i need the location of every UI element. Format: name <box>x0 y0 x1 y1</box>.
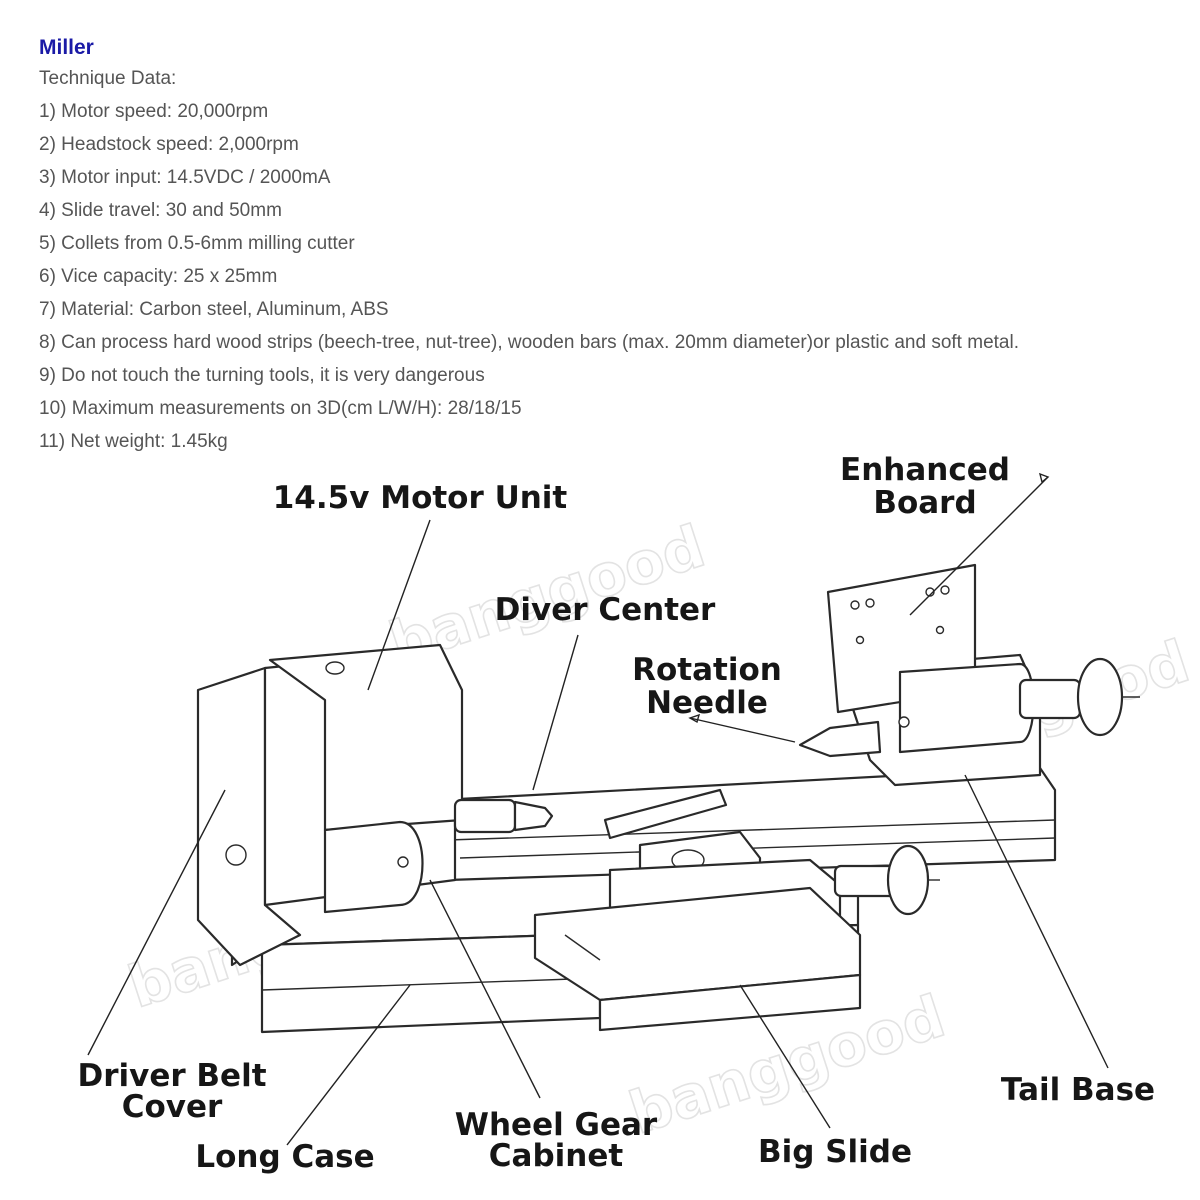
spec-heading: Technique Data: <box>39 68 177 89</box>
label-big-slide: Big Slide <box>758 1134 912 1170</box>
tail-spindle <box>1018 678 1082 720</box>
wheel-gear-cabinet-front <box>598 973 862 1032</box>
spec-item: 2) Headstock speed: 2,000rpm <box>39 134 299 155</box>
tail-handwheel <box>1076 657 1124 737</box>
label-diver-center: Diver Center <box>495 592 716 628</box>
tool-rest <box>603 788 728 840</box>
spec-item: 10) Maximum measurements on 3D(cm L/W/H)… <box>39 398 522 419</box>
lathe-drawing <box>196 563 1140 1034</box>
leader-motor-unit <box>367 519 431 691</box>
leader-rotation-needle <box>689 717 796 743</box>
spec-item: 1) Motor speed: 20,000rpm <box>39 101 269 122</box>
diver-center-shape <box>513 800 554 832</box>
spec-item: 6) Vice capacity: 25 x 25mm <box>39 266 278 287</box>
label-driver-belt-cover-line1: Driver Belt <box>77 1058 266 1094</box>
leader-diver-center <box>532 634 579 791</box>
label-motor-unit: 14.5v Motor Unit <box>273 480 568 516</box>
label-tail-base: Tail Base <box>1001 1072 1155 1108</box>
label-long-case: Long Case <box>195 1139 374 1175</box>
label-rotation-needle-line2: Needle <box>646 685 768 721</box>
spec-item: 5) Collets from 0.5-6mm milling cutter <box>39 233 355 254</box>
spec-list: Miller Technique Data: 1) Motor speed: 2… <box>39 34 1179 458</box>
front-cover <box>323 820 424 914</box>
label-wheel-gear-cabinet-line2: Cabinet <box>489 1138 624 1174</box>
leader-tail-base <box>964 774 1109 1069</box>
spec-item: 4) Slide travel: 30 and 50mm <box>39 200 282 221</box>
leader-big-slide <box>739 984 831 1129</box>
leader-driver-belt-cover <box>87 789 226 1056</box>
spec-item: 11) Net weight: 1.45kg <box>39 431 228 452</box>
label-rotation-needle-line1: Rotation <box>632 652 782 688</box>
spec-item: 3) Motor input: 14.5VDC / 2000mA <box>39 167 331 188</box>
leader-lines <box>87 472 1109 1146</box>
product-title: Miller <box>39 36 94 59</box>
spindle <box>453 798 517 834</box>
label-driver-belt-cover-line2: Cover <box>122 1089 223 1125</box>
leader-enhanced-board <box>909 476 1049 616</box>
label-enhanced-board-line1: Enhanced <box>840 455 1010 488</box>
label-enhanced-board-line2: Board <box>873 485 976 521</box>
rotation-needle-shape <box>798 720 882 758</box>
spec-item: 7) Material: Carbon steel, Aluminum, ABS <box>39 299 389 320</box>
label-wheel-gear-cabinet-line1: Wheel Gear <box>455 1107 658 1143</box>
lathe-diagram: banggood banggood banggood banggood <box>77 455 1197 1175</box>
part-labels: 14.5v Motor Unit Enhanced Board Diver Ce… <box>77 455 1155 1175</box>
leader-wheel-gear-cabinet <box>429 879 541 1099</box>
leader-long-case <box>286 984 411 1146</box>
slide-handwheel <box>886 844 930 916</box>
tailstock-cylinder <box>898 662 1035 754</box>
spec-item: 9) Do not touch the turning tools, it is… <box>39 365 485 386</box>
spec-item: 8) Can process hard wood strips (beech-t… <box>39 332 1019 353</box>
